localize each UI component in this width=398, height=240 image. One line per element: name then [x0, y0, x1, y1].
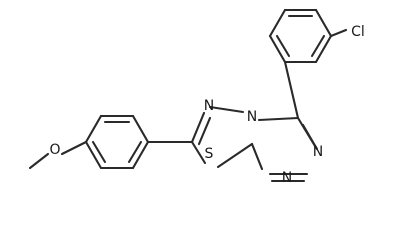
double-bond-inner [301, 123, 319, 151]
bond [190, 140, 207, 165]
atom-label-n-bridge: N [247, 109, 257, 125]
thiadiazole-ring [190, 105, 254, 169]
chlorophenyl-ring [268, 8, 348, 64]
bond [250, 142, 264, 171]
bond [190, 111, 206, 144]
bond [131, 140, 150, 170]
bond [131, 114, 150, 144]
bond [268, 34, 287, 64]
triazole-ring [250, 116, 319, 183]
bond [216, 142, 254, 169]
atom-label-n-right: N [313, 144, 323, 160]
chemical-structure-diagram: Cl O S N N N N [28, 8, 365, 186]
bond-c-cl [329, 28, 348, 38]
double-bond-inner [127, 140, 143, 164]
bond-aryl-triazole [283, 60, 300, 120]
double-bond-inner [275, 34, 291, 58]
bond [84, 114, 103, 144]
atom-label-o: O [49, 142, 60, 158]
double-bond-inner [197, 116, 212, 146]
bond [257, 116, 300, 122]
bond [84, 140, 103, 170]
bond [314, 8, 333, 38]
bond [314, 34, 333, 64]
double-bond-inner [310, 34, 326, 58]
atom-label-n-lower: N [282, 170, 292, 186]
atom-label-s: S [205, 146, 214, 162]
atom-label-n-upper: N [204, 98, 214, 114]
double-bond-inner [91, 140, 107, 164]
bond-c-o [60, 140, 88, 156]
atom-label-cl: Cl [351, 24, 365, 40]
bond [208, 105, 245, 114]
methoxyphenyl-ring [84, 114, 150, 170]
bond-o-ch3 [28, 152, 50, 170]
bond [268, 8, 287, 38]
